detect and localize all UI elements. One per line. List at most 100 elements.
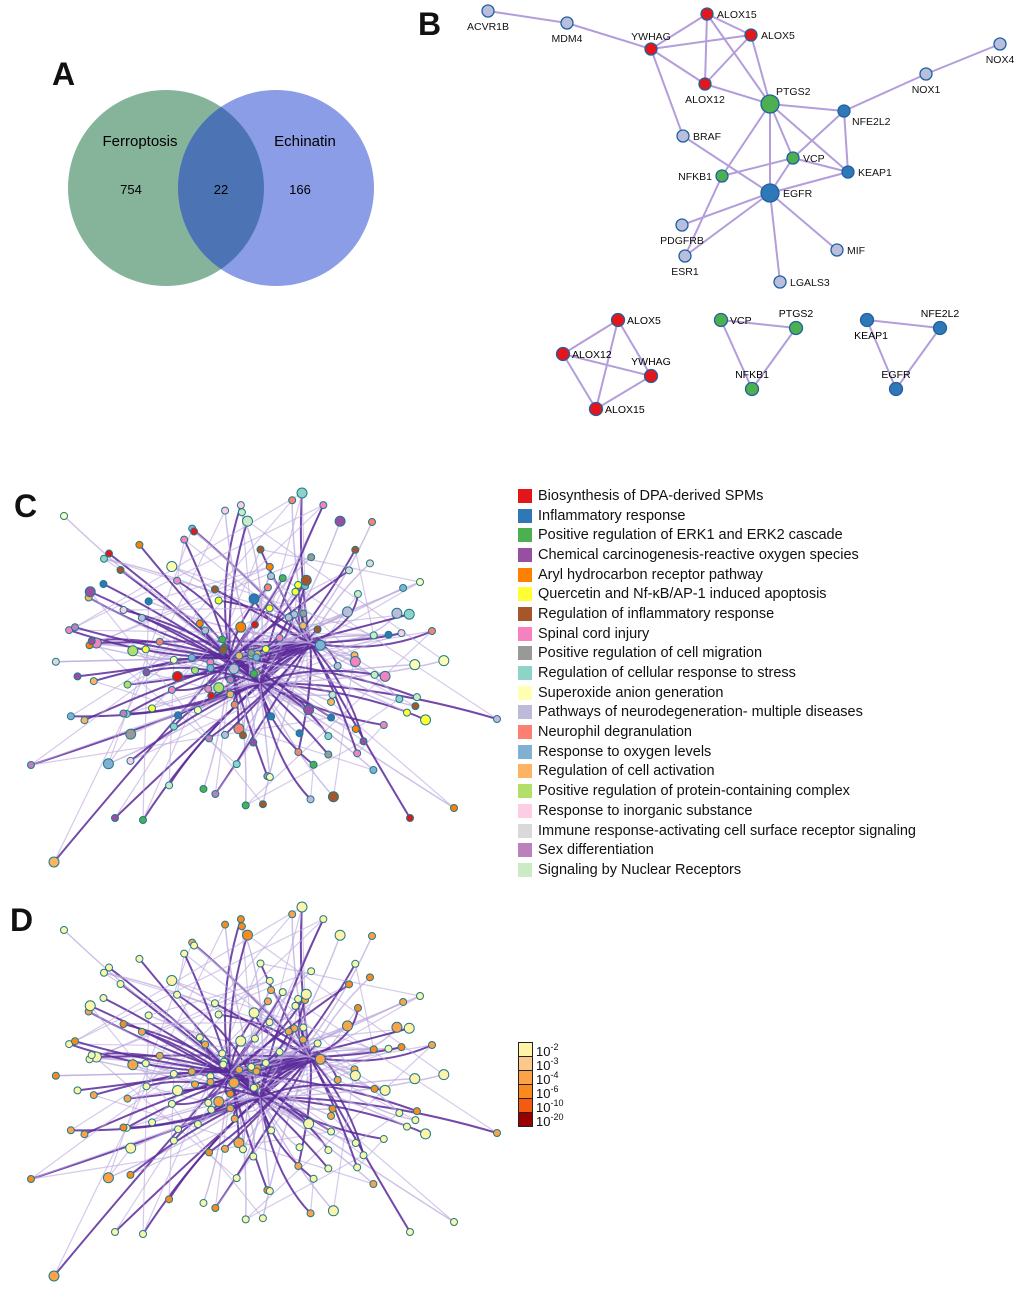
network-edge — [88, 1010, 211, 1077]
network-edge — [229, 983, 350, 1073]
network-edge — [222, 650, 261, 684]
network-node — [48, 1270, 60, 1282]
network-edge — [204, 630, 272, 717]
network-edge — [210, 1056, 311, 1083]
network-edge — [255, 638, 311, 658]
network-edge — [256, 1025, 348, 1072]
network-node — [102, 758, 114, 770]
network-node — [84, 1007, 93, 1016]
network-edge — [233, 682, 261, 706]
network-node — [319, 501, 328, 510]
network-edge — [214, 593, 359, 795]
network-node — [314, 1053, 326, 1065]
network-edge — [114, 989, 272, 1233]
network-node — [258, 1214, 267, 1223]
network-edge — [103, 972, 311, 1058]
network-edge — [260, 548, 421, 583]
network-edge — [309, 1056, 400, 1114]
network-edge — [228, 934, 249, 1073]
network-edge — [259, 682, 312, 801]
network-node — [247, 648, 256, 657]
network-edge — [337, 1079, 416, 1121]
network-node — [174, 1125, 183, 1134]
network-edge — [309, 1026, 398, 1058]
network-edge — [70, 1044, 206, 1131]
legend-item: Positive regulation of ERK1 and ERK2 cas… — [518, 525, 916, 545]
network-edge — [138, 958, 261, 1098]
network-edge — [223, 1061, 235, 1076]
network-edge — [235, 1096, 261, 1179]
ppi-node-nfe2l2 — [837, 104, 851, 118]
network-edge — [148, 980, 270, 1016]
legend-label: Quercetin and Nf-κB/AP-1 induced apoptos… — [538, 586, 827, 603]
network-node — [265, 773, 274, 782]
network-edge — [176, 953, 185, 995]
network-edge — [183, 953, 231, 1073]
network-node — [169, 1069, 178, 1078]
network-node — [290, 610, 299, 619]
network-node — [265, 562, 274, 571]
network-node — [111, 1228, 119, 1236]
network-node — [207, 691, 216, 700]
network-edge — [210, 642, 311, 697]
network-edge — [229, 995, 421, 1073]
network-node — [306, 1209, 315, 1218]
network-node — [334, 515, 346, 527]
network-node — [267, 1126, 276, 1135]
cluster-node-alox15 — [588, 401, 604, 417]
network-edge — [103, 558, 270, 609]
network-node — [397, 1043, 406, 1052]
network-node — [84, 593, 93, 602]
network-edge — [229, 566, 271, 659]
network-node — [403, 1022, 415, 1034]
network-edge — [93, 680, 374, 771]
network-edge — [259, 669, 386, 684]
network-node — [288, 496, 297, 505]
legend-item: Immune response-activating cell surface … — [518, 821, 916, 841]
legend-item: Inflammatory response — [518, 506, 916, 526]
network-edge — [309, 642, 400, 700]
network-node — [73, 672, 82, 681]
network-edge — [68, 504, 324, 631]
network-node — [370, 1084, 379, 1093]
network-edge — [305, 628, 319, 645]
network-edge — [209, 1054, 311, 1077]
network-edge — [230, 1096, 261, 1113]
network-node — [169, 1136, 178, 1145]
network-node — [350, 1065, 359, 1074]
network-edge — [229, 657, 455, 809]
network-node — [399, 997, 408, 1006]
network-edge — [270, 989, 355, 1070]
network-node — [139, 1230, 147, 1238]
network-edge — [259, 963, 357, 1098]
network-node — [135, 954, 144, 963]
network-edge — [197, 995, 421, 1125]
network-edge — [245, 630, 433, 806]
network-edge — [214, 588, 311, 644]
network-edge — [229, 1071, 247, 1220]
network-edge — [229, 1025, 348, 1073]
network-node — [397, 629, 406, 638]
network-node — [309, 760, 318, 769]
network-edge — [309, 642, 375, 676]
network-edge — [202, 657, 231, 790]
network-edge — [214, 1056, 311, 1209]
network-node — [155, 637, 164, 646]
network-edge — [176, 579, 261, 684]
legend-swatch — [518, 626, 532, 641]
network-edge — [93, 1056, 311, 1097]
network-node — [235, 651, 244, 660]
cluster-edge — [866, 319, 897, 390]
network-edge — [55, 1071, 231, 1077]
network-edge — [259, 963, 311, 1058]
network-edge — [309, 1056, 411, 1233]
network-node — [438, 1069, 450, 1081]
network-edge — [229, 993, 308, 1073]
legend-item: Quercetin and Nf-κB/AP-1 induced apoptos… — [518, 584, 916, 604]
network-edge — [242, 1038, 256, 1150]
network-edge — [130, 1068, 355, 1176]
legend-label: Response to inorganic substance — [538, 802, 753, 819]
network-node — [327, 1205, 339, 1217]
network-node — [379, 1135, 388, 1144]
network-node — [116, 565, 125, 574]
